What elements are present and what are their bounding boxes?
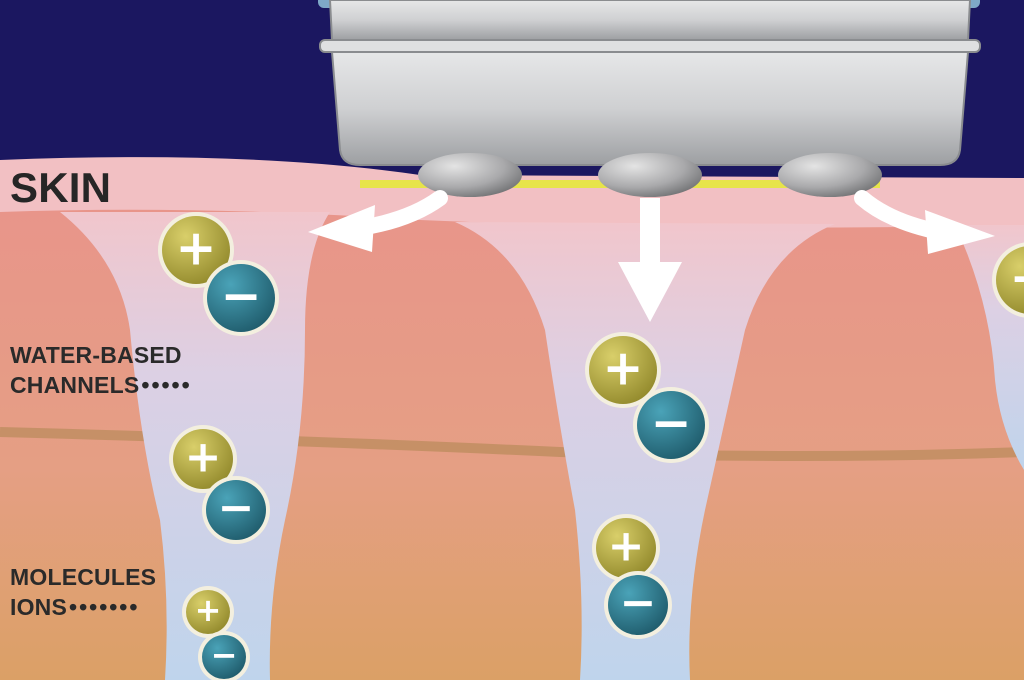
water-label-line2: CHANNELS••••• — [10, 370, 192, 400]
applicator-device — [318, 0, 981, 197]
water-label-line1: WATER-BASED — [10, 342, 182, 368]
water-channels-label: WATER-BASED CHANNELS••••• — [10, 340, 192, 400]
positive-ion-icon: + — [169, 425, 237, 493]
ions: +−+−+−+−+−+ — [158, 212, 1024, 680]
molecules-label-line2: IONS••••••• — [10, 592, 156, 622]
molecules-label-line1: MOLECULES — [10, 564, 157, 590]
plus-sign: + — [175, 219, 216, 276]
leader-dots: ••••• — [141, 372, 192, 398]
leader-dots: ••••••• — [69, 594, 140, 620]
negative-ion-icon: − — [198, 631, 250, 680]
minus-sign: − — [620, 578, 657, 629]
arrow-icon — [308, 190, 448, 252]
positive-ion-icon: + — [585, 332, 661, 408]
plus-sign: + — [602, 339, 643, 396]
minus-sign: − — [218, 483, 255, 534]
molecules-ions-label: MOLECULES IONS••••••• — [10, 562, 156, 622]
ions-label-text: IONS — [10, 594, 68, 620]
plus-sign: + — [185, 432, 222, 483]
water-label-text: CHANNELS — [10, 372, 140, 398]
positive-ion-icon: + — [592, 514, 660, 582]
arrow-icon — [618, 198, 682, 322]
skin-label: SKIN — [10, 164, 112, 211]
negative-ion-icon: − — [604, 571, 672, 639]
positive-ion-icon: + — [158, 212, 234, 288]
negative-ion-icon: − — [202, 476, 270, 544]
plus-sign: + — [195, 591, 222, 629]
plus-sign: + — [608, 521, 645, 572]
arrow-icon — [854, 190, 995, 254]
positive-ion-icon: + — [182, 586, 234, 638]
minus-sign: − — [650, 394, 691, 451]
electrode-ball-right — [778, 153, 882, 197]
negative-ion-icon: − — [203, 260, 279, 336]
electrode-ball-left — [418, 153, 522, 197]
arrows — [308, 190, 995, 322]
positive-ion-icon: + — [992, 242, 1024, 318]
minus-sign: − — [220, 267, 261, 324]
minus-sign: − — [211, 636, 238, 674]
electrode-ball-center — [598, 153, 702, 197]
plus-sign: + — [1009, 249, 1024, 306]
negative-ion-icon: − — [633, 387, 709, 463]
